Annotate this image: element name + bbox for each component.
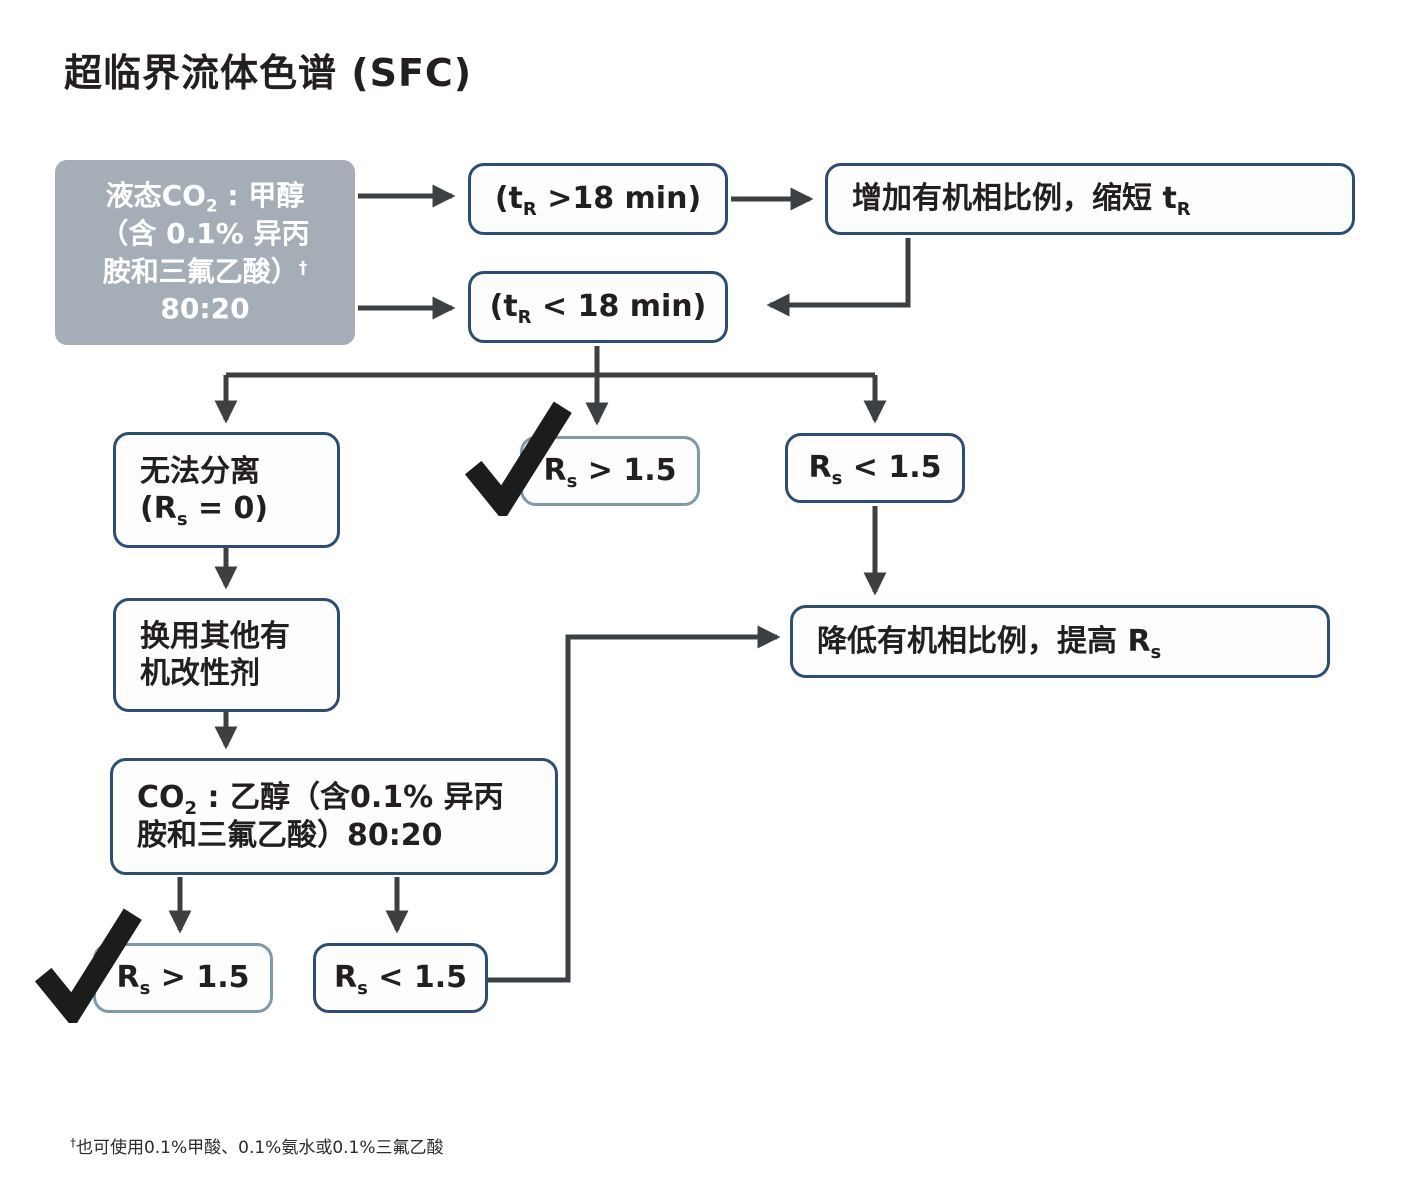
co2-ethanol-label: CO2 : 乙醇（含0.1% 异丙 胺和三氟乙酸）80:20 [137,780,504,853]
node-rs-lt-1-5-mid: Rs < 1.5 [785,433,965,503]
checkmark-icon [34,908,142,1023]
footnote: †也可使用0.1%甲酸、0.1%氨水或0.1%三氟乙酸 [70,1135,444,1158]
lower-organic-label: 降低有机相比例，提高 Rs [817,623,1162,663]
node-rs-lt-1-5-bottom: Rs < 1.5 [313,943,488,1013]
node-liquid-co2-methanol: 液态CO2 : 甲醇 （含 0.1% 异丙 胺和三氟乙酸）† 80:20 [55,160,355,345]
switch-modifier-label: 换用其他有 机改性剂 [140,618,290,692]
node-increase-organic: 增加有机相比例，缩短 tR [825,163,1355,235]
node-switch-modifier: 换用其他有 机改性剂 [113,598,340,712]
rs-lt15-bottom-label: Rs < 1.5 [334,960,467,1000]
node-rs-gt-1-5-bottom: Rs > 1.5 [93,943,273,1013]
rs-lt15-mid-label: Rs < 1.5 [808,450,942,490]
checkmark-icon [464,401,572,516]
start-line4: 80:20 [160,292,250,326]
page-title: 超临界流体色谱 (SFC) [64,51,473,95]
tr-gt18-label: (tR >18 min) [494,181,702,221]
start-line2: （含 0.1% 异丙 [100,216,310,250]
no-separation-label: 无法分离 (Rs = 0) [140,453,269,531]
node-co2-ethanol: CO2 : 乙醇（含0.1% 异丙 胺和三氟乙酸）80:20 [110,758,558,875]
node-no-separation: 无法分离 (Rs = 0) [113,432,340,548]
start-line3: 胺和三氟乙酸）† [102,254,308,288]
increase-organic-label: 增加有机相比例，缩短 tR [852,181,1191,221]
rs-gt15-bottom-label: Rs > 1.5 [116,960,250,1000]
arrow-increase-to-trlt18 [766,238,911,317]
node-tr-lt-18min: (tR < 18 min) [468,271,728,343]
tr-lt18-label: (tR < 18 min) [489,289,707,329]
node-tr-gt-18min: (tR >18 min) [468,163,728,235]
start-line1: 液态CO2 : 甲醇 [105,178,305,216]
node-lower-organic: 降低有机相比例，提高 Rs [790,605,1330,678]
node-rs-gt-1-5-mid: Rs > 1.5 [520,436,700,506]
rs-gt15-mid-label: Rs > 1.5 [543,453,677,493]
